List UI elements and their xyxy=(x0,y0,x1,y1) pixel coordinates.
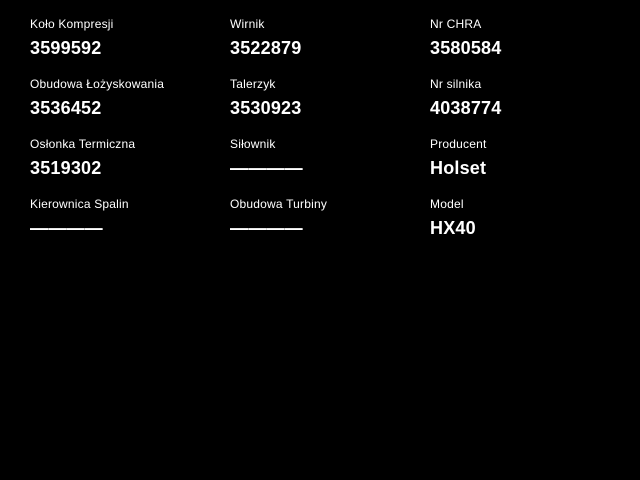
spec-cell-model: Model HX40 xyxy=(430,197,630,257)
spec-value-empty-dash: ———— xyxy=(30,218,103,238)
spec-label: Talerzyk xyxy=(230,77,276,91)
spec-label: Siłownik xyxy=(230,137,276,151)
spec-value: 3599592 xyxy=(30,38,102,58)
spec-label: Osłonka Termiczna xyxy=(30,137,136,151)
spec-label: Nr CHRA xyxy=(430,17,482,31)
spec-value: 3522879 xyxy=(230,38,302,58)
spec-label: Kierownica Spalin xyxy=(30,197,129,211)
spec-label: Model xyxy=(430,197,464,211)
spec-value: 3580584 xyxy=(430,38,502,58)
spec-cell-nr-silnika: Nr silnika 4038774 xyxy=(430,77,630,137)
spec-cell-obudowa-turbiny: Obudowa Turbiny ———— xyxy=(230,197,430,257)
spec-value: HX40 xyxy=(430,218,476,238)
spec-cell-kierownica-spalin: Kierownica Spalin ———— xyxy=(30,197,230,257)
spec-cell-silownik: Siłownik ———— xyxy=(230,137,430,197)
spec-cell-nr-chra: Nr CHRA 3580584 xyxy=(430,17,630,77)
spec-value-empty-dash: ———— xyxy=(230,158,303,178)
spec-value: 4038774 xyxy=(430,98,502,118)
spec-cell-kolo-kompresji: Koło Kompresji 3599592 xyxy=(30,17,230,77)
spec-cell-producent: Producent Holset xyxy=(430,137,630,197)
spec-value-empty-dash: ———— xyxy=(230,218,303,238)
spec-grid: Koło Kompresji 3599592 Wirnik 3522879 Nr… xyxy=(30,17,640,257)
spec-label: Obudowa Turbiny xyxy=(230,197,328,211)
spec-cell-talerzyk: Talerzyk 3530923 xyxy=(230,77,430,137)
spec-label: Producent xyxy=(430,137,487,151)
spec-value: 3536452 xyxy=(30,98,102,118)
spec-cell-oslonka-termiczna: Osłonka Termiczna 3519302 xyxy=(30,137,230,197)
spec-label: Koło Kompresji xyxy=(30,17,114,31)
spec-label: Nr silnika xyxy=(430,77,482,91)
spec-cell-obudowa-lozyskowania: Obudowa Łożyskowania 3536452 xyxy=(30,77,230,137)
spec-value: 3519302 xyxy=(30,158,102,178)
spec-value: 3530923 xyxy=(230,98,302,118)
spec-label: Obudowa Łożyskowania xyxy=(30,77,165,91)
spec-label: Wirnik xyxy=(230,17,265,31)
spec-cell-wirnik: Wirnik 3522879 xyxy=(230,17,430,77)
spec-value: Holset xyxy=(430,158,487,178)
